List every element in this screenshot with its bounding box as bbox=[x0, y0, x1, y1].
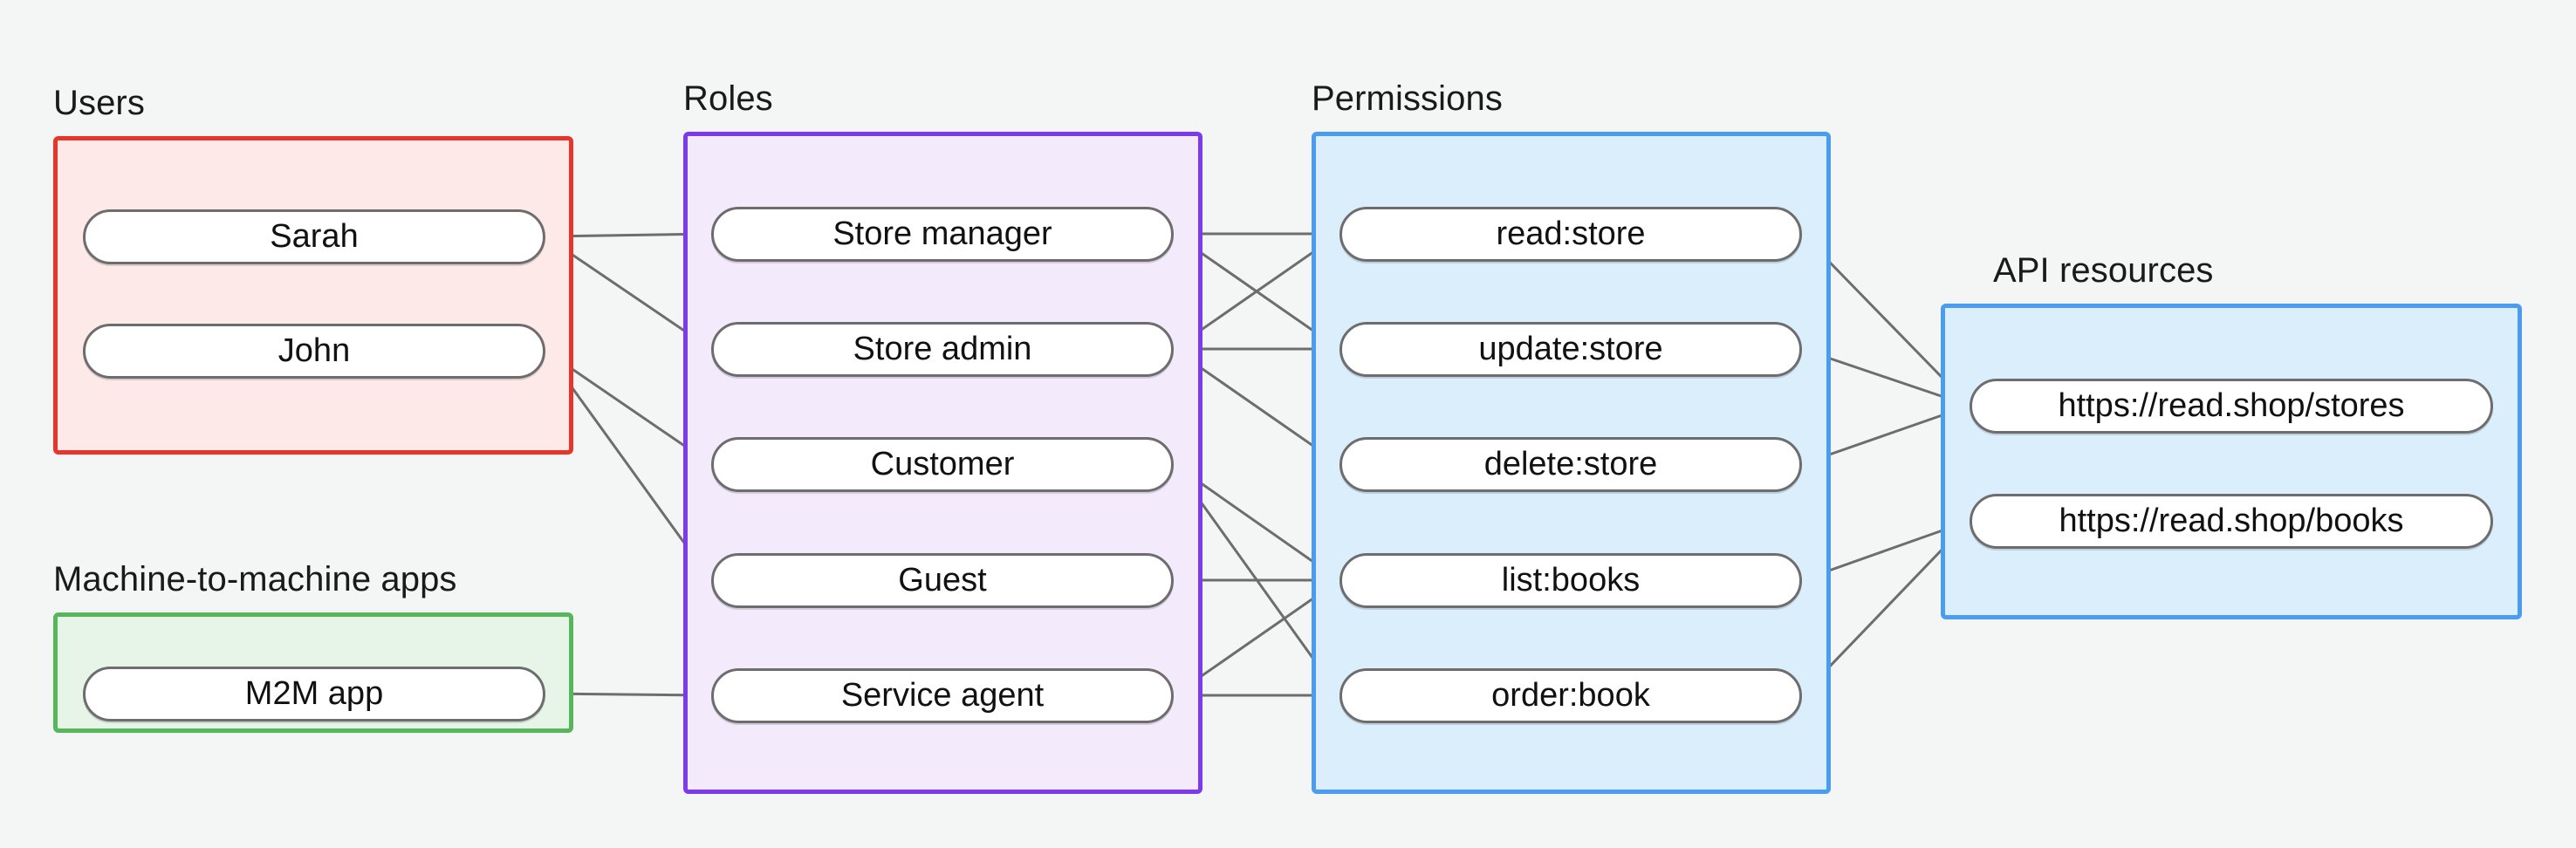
node-john[interactable]: John bbox=[83, 323, 545, 379]
node-label: Store admin bbox=[853, 330, 1032, 367]
node-label: John bbox=[277, 332, 351, 369]
node-label: Store manager bbox=[832, 215, 1052, 252]
node-label: Service agent bbox=[840, 676, 1045, 714]
node-label: list:books bbox=[1501, 561, 1641, 598]
group-title-permissions: Permissions bbox=[1312, 79, 1503, 118]
node-delete-store[interactable]: delete:store bbox=[1339, 436, 1802, 492]
node-label: Customer bbox=[870, 445, 1015, 482]
node-label: https://read.shop/books bbox=[2059, 502, 2404, 539]
node-update-store[interactable]: update:store bbox=[1339, 321, 1802, 377]
node-label: Guest bbox=[898, 561, 987, 598]
group-title-api: API resources bbox=[1993, 251, 2214, 290]
node-books[interactable]: https://read.shop/books bbox=[1970, 493, 2493, 549]
group-title-roles: Roles bbox=[683, 79, 773, 118]
group-box-users bbox=[53, 136, 573, 455]
node-order-book[interactable]: order:book bbox=[1339, 667, 1802, 723]
node-label: read:store bbox=[1496, 215, 1646, 252]
node-customer[interactable]: Customer bbox=[711, 436, 1174, 492]
node-label: update:store bbox=[1478, 330, 1663, 367]
node-service-agent[interactable]: Service agent bbox=[711, 667, 1174, 723]
group-box-api bbox=[1941, 304, 2522, 619]
node-sarah[interactable]: Sarah bbox=[83, 209, 545, 264]
node-store-manager[interactable]: Store manager bbox=[711, 206, 1174, 262]
node-label: delete:store bbox=[1483, 445, 1658, 482]
node-read-store[interactable]: read:store bbox=[1339, 206, 1802, 262]
node-store-admin[interactable]: Store admin bbox=[711, 321, 1174, 377]
node-guest[interactable]: Guest bbox=[711, 552, 1174, 608]
group-title-users: Users bbox=[53, 84, 145, 122]
node-label: Sarah bbox=[270, 217, 359, 255]
node-label: M2M app bbox=[244, 674, 384, 712]
node-stores[interactable]: https://read.shop/stores bbox=[1970, 378, 2493, 434]
node-m2m[interactable]: M2M app bbox=[83, 666, 545, 721]
node-list-books[interactable]: list:books bbox=[1339, 552, 1802, 608]
group-title-m2m: Machine-to-machine apps bbox=[53, 560, 457, 598]
node-label: https://read.shop/stores bbox=[2058, 386, 2405, 424]
node-label: order:book bbox=[1491, 676, 1650, 714]
